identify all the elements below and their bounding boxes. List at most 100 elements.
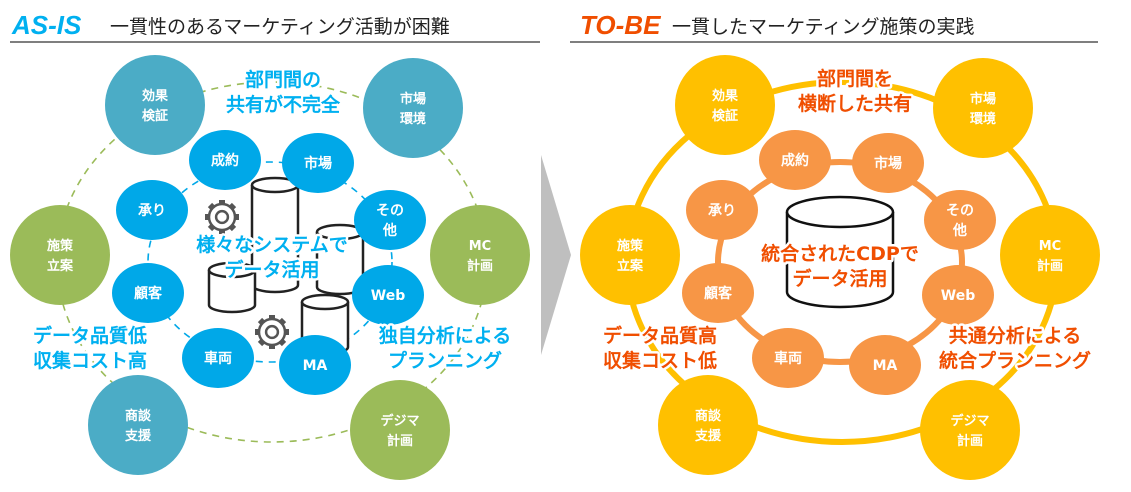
asis-node-circle (350, 380, 450, 480)
tobe-node-label-line: 施策 (617, 238, 644, 254)
tobe-callout-center-line: データ活用 (792, 267, 887, 290)
asis-system-label-line: Web (371, 288, 405, 304)
tobe-callout-left-line: データ品質高 (603, 324, 717, 347)
asis-node-label-line: 検証 (142, 108, 168, 124)
asis-callout-right-line: プランニング (388, 349, 502, 372)
asis-node-circle (10, 205, 110, 305)
tobe-system-label: 成約 (781, 152, 809, 169)
tobe-system-label: 市場 (874, 155, 902, 172)
tobe-callout-left-line: 収集コスト低 (603, 349, 717, 372)
asis-system-label-line: MA (303, 358, 328, 374)
asis-system-bubble (352, 265, 424, 325)
tobe-system-label: MA (873, 358, 898, 374)
asis-system-label: 顧客 (134, 285, 163, 302)
asis-system-承り: 承り (116, 180, 188, 240)
asis-key-label: AS-IS (11, 10, 82, 40)
tobe-node-circle (658, 375, 758, 475)
tobe-callout-left: データ品質高収集コスト低 (600, 322, 719, 375)
asis-node-label: 効果検証 (142, 88, 168, 124)
asis-node-label-line: 計画 (387, 433, 413, 449)
asis-node-市場環境: 市場環境 (363, 58, 463, 158)
tobe-system-顧客: 顧客 (682, 263, 754, 323)
asis-node-label: 施策立案 (47, 238, 74, 274)
tobe-system-label: 車両 (774, 350, 802, 367)
tobe-system-bubble (759, 130, 831, 190)
asis-system-label-line: 成約 (211, 152, 239, 169)
asis-system-label: MA (303, 358, 328, 374)
asis-system-MA: MA (279, 335, 351, 395)
asis-callout-center-line: データ活用 (224, 258, 319, 281)
tobe-node-circle (675, 55, 775, 155)
asis-system-label: 成約 (211, 152, 239, 169)
database-icon (207, 270, 257, 314)
tobe-header: TO-BE 一貫したマーケティング施策の実践 (570, 10, 1098, 43)
asis-callout-left-line: 収集コスト高 (33, 349, 147, 372)
tobe-system-label-line: 車両 (774, 350, 802, 367)
tobe-node-label-line: 立案 (617, 258, 644, 274)
asis-system-label: 市場 (304, 155, 332, 172)
tobe-node-circle (920, 380, 1020, 480)
asis-node-label-line: 立案 (47, 258, 74, 274)
asis-node-label-line: デジマ (380, 413, 419, 429)
tobe-callout-top: 部門間を横断した共有 (795, 65, 914, 118)
tobe-node-施策立案: 施策立案 (580, 205, 680, 305)
tobe-node-circle (1000, 205, 1100, 305)
tobe-node-label-line: 環境 (970, 111, 996, 127)
tobe-node-label-line: 効果 (712, 88, 738, 104)
tobe-callout-right: 共通分析による統合プランニング (936, 322, 1093, 375)
tobe-inner-ring (715, 159, 965, 365)
tobe-node-circle (933, 58, 1033, 158)
tobe-node-label: デジマ計画 (950, 413, 989, 449)
asis-node-label-line: 効果 (142, 88, 168, 104)
asis-node-label-line: 環境 (400, 111, 426, 127)
asis-node-施策立案: 施策立案 (10, 205, 110, 305)
tobe-node-商談支援: 商談支援 (658, 375, 758, 475)
tobe-callout-right-line: 統合プランニング (939, 349, 1091, 372)
asis-system-成約: 成約 (189, 130, 261, 190)
asis-system-label-line: 市場 (304, 155, 332, 172)
asis-node-効果検証: 効果検証 (105, 55, 205, 155)
svg-text:部門間を横断した共有: 部門間を横断した共有 (798, 67, 912, 115)
asis-callout-left: データ品質低収集コスト高 (30, 322, 149, 375)
tobe-system-市場: 市場 (852, 133, 924, 193)
asis-system-label-line: 車両 (204, 350, 232, 367)
asis-header: AS-IS 一貫性のあるマーケティング活動が困難 (10, 10, 540, 43)
tobe-node-label-line: 計画 (957, 433, 983, 449)
asis-system-bubble (282, 133, 354, 193)
tobe-node-label-line: 支援 (694, 428, 722, 444)
asis-callout-top: 部門間の共有が不完全 (223, 66, 343, 119)
tobe-system-bubble (849, 335, 921, 395)
asis-system-label-line: 顧客 (134, 285, 163, 302)
asis-system-bubble (189, 130, 261, 190)
tobe-node-label: 効果検証 (712, 88, 738, 124)
asis-node-label: 市場環境 (400, 91, 426, 127)
tobe-system-label-line: 承り (708, 203, 736, 219)
asis-node-label-line: 支援 (124, 428, 152, 444)
asis-callout-right: 独自分析によるプランニング (376, 322, 513, 375)
asis-callout-right-line: 独自分析による (379, 324, 511, 347)
asis-node-label-line: 施策 (47, 238, 74, 254)
asis-system-label-line: その (376, 203, 404, 219)
tobe-system-車両: 車両 (752, 328, 824, 388)
asis-node-label-line: 計画 (467, 258, 493, 274)
tobe-key-label: TO-BE (580, 10, 661, 40)
tobe-system-label: Web (941, 288, 975, 304)
tobe-node-label-line: 市場 (970, 91, 996, 107)
tobe-system-bubble (924, 190, 996, 250)
tobe-system-label-line: MA (873, 358, 898, 374)
asis-system-label: 車両 (204, 350, 232, 367)
asis-system-市場: 市場 (282, 133, 354, 193)
tobe-node-label: 商談支援 (694, 408, 722, 444)
tobe-system-label-line: Web (941, 288, 975, 304)
tobe-node-市場環境: 市場環境 (933, 58, 1033, 158)
tobe-callout-top-line: 横断した共有 (798, 92, 912, 115)
tobe-node-label-line: デジマ (950, 413, 989, 429)
asis-system-bubble (279, 335, 351, 395)
tobe-system-label: 承り (708, 203, 736, 219)
asis-node-デジマ計画: デジマ計画 (350, 380, 450, 480)
tobe-system-成約: 成約 (759, 130, 831, 190)
svg-text:部門間の共有が不完全: 部門間の共有が不完全 (226, 68, 341, 116)
